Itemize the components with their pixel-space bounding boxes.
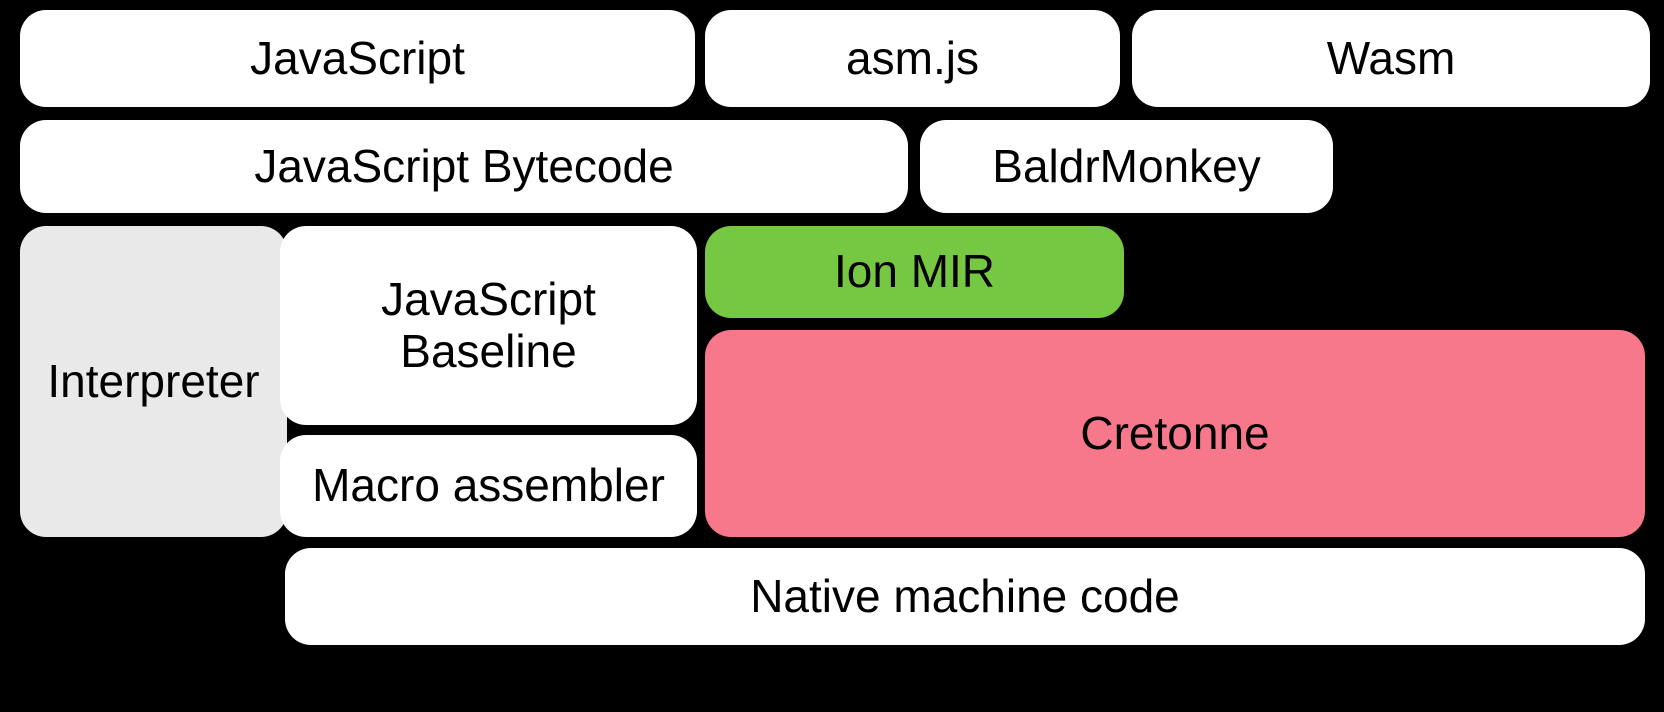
node-baldrmonkey: BaldrMonkey bbox=[920, 120, 1333, 213]
node-wasm: Wasm bbox=[1132, 10, 1650, 107]
node-macro-assembler: Macro assembler bbox=[280, 435, 697, 537]
node-interpreter: Interpreter bbox=[20, 226, 287, 537]
node-cretonne: Cretonne bbox=[705, 330, 1645, 537]
node-javascript: JavaScript bbox=[20, 10, 695, 107]
node-native-machine-code: Native machine code bbox=[285, 548, 1645, 645]
node-asmjs: asm.js bbox=[705, 10, 1120, 107]
node-javascript-baseline: JavaScript Baseline bbox=[280, 226, 697, 425]
node-ion-mir: Ion MIR bbox=[705, 226, 1124, 318]
node-javascript-bytecode: JavaScript Bytecode bbox=[20, 120, 908, 213]
